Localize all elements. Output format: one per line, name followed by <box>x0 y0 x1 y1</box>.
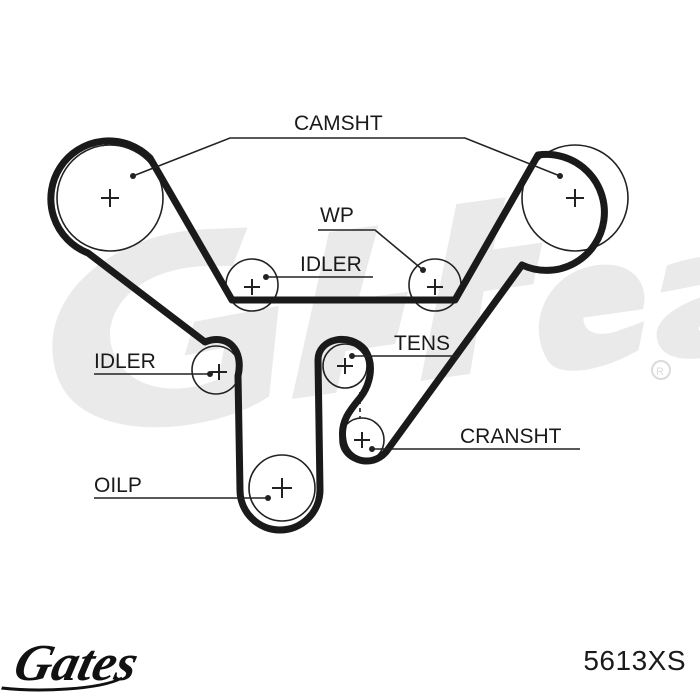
camshaft-leader <box>132 137 561 177</box>
label-camshaft: CAMSHT <box>294 112 383 135</box>
timing-belt <box>47 137 608 534</box>
water-pump-center-mark <box>427 279 443 295</box>
gates-logo-swash <box>1 676 123 692</box>
camshaft-right-leader-dot <box>557 173 563 179</box>
idler-left-center-mark <box>211 364 227 380</box>
idler-upper-leader-dot <box>263 274 269 280</box>
label-water-pump: WP <box>320 204 354 227</box>
label-tensioner: TENS <box>394 332 450 355</box>
camshaft-pulley-left <box>56 144 164 252</box>
oil-pump-pulley <box>248 454 316 522</box>
camshaft-pulley-right <box>521 144 629 252</box>
watermark-logo: R <box>52 197 700 428</box>
oil-pump-leader-dot <box>265 495 271 501</box>
idler-upper-center-mark <box>244 279 260 295</box>
pulley-centre-marks <box>101 189 584 498</box>
label-oil-pump: OILP <box>94 474 142 497</box>
svg-text:R: R <box>656 366 664 378</box>
tensioner-center-mark <box>337 358 353 374</box>
water-pump-leader-dot <box>420 267 426 273</box>
part-number: 5613XS <box>583 645 686 676</box>
idler-left-leader-dot <box>207 371 213 377</box>
leader-lines <box>94 137 580 501</box>
camshaft-right-center-mark <box>566 189 584 207</box>
component-labels: CAMSHT WP IDLER IDLER TENS CRANSHT OILP <box>94 112 562 497</box>
camshaft-left-leader-dot <box>130 173 136 179</box>
camshaft-left-center-mark <box>101 189 119 207</box>
label-crankshaft: CRANSHT <box>460 425 562 448</box>
water-pump-leader <box>318 229 424 271</box>
crankshaft-center-mark <box>354 432 370 448</box>
crankshaft-leader-dot <box>369 446 375 452</box>
oil-pump-center-mark <box>272 478 292 498</box>
label-idler-left: IDLER <box>94 350 156 373</box>
gates-logo-text: Gates <box>9 635 145 692</box>
gates-logo: Gates <box>1 635 145 692</box>
label-idler-upper: IDLER <box>300 253 362 276</box>
tensioner-leader-dot <box>349 353 355 359</box>
